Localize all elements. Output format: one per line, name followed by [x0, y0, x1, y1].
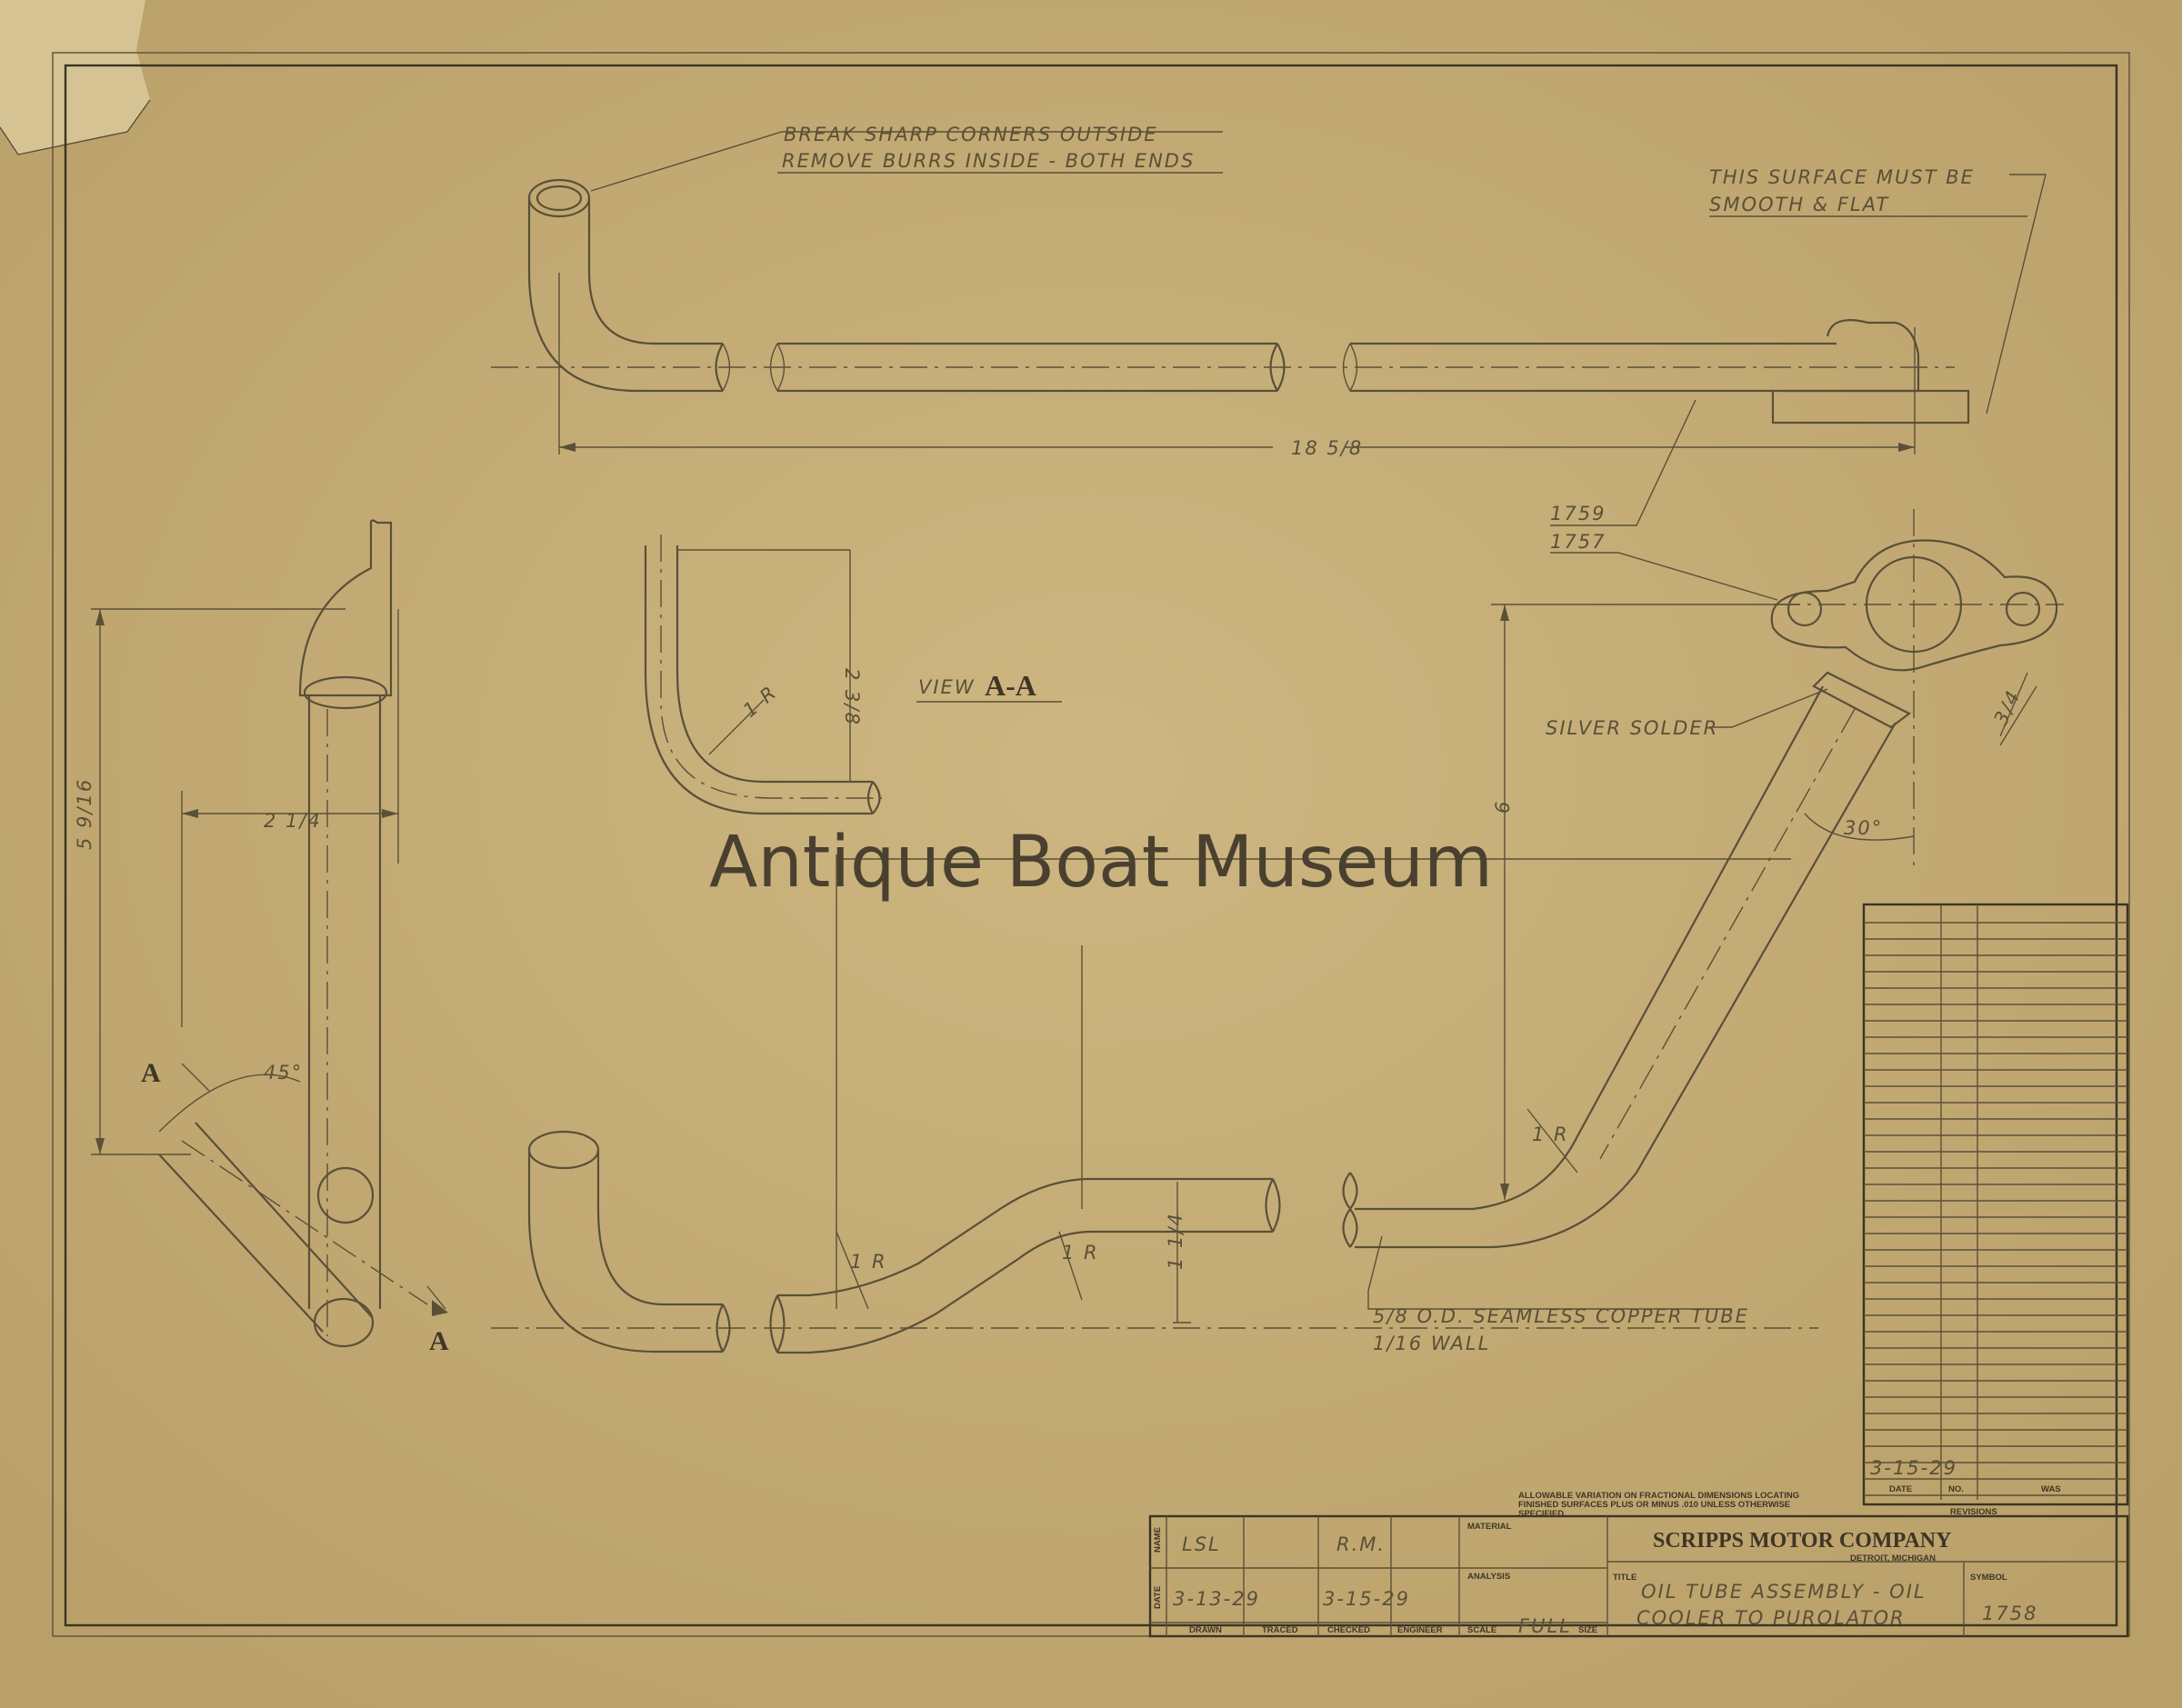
leader-break-corners	[590, 131, 1223, 192]
folded-corner	[0, 0, 150, 155]
dim-angle-30: 30°	[1844, 817, 1883, 839]
label-engineer: ENGINEER	[1397, 1625, 1443, 1635]
scale-value: FULL	[1518, 1615, 1572, 1637]
top-view	[491, 178, 1970, 454]
fold-crease	[0, 99, 151, 155]
label-scale: SCALE	[1467, 1625, 1496, 1635]
revisions-heading: REVISIONS	[1950, 1507, 1997, 1517]
leader-silver-solder	[1709, 688, 1828, 728]
left-view	[91, 519, 448, 1348]
drawing-title-line-2: COOLER TO PUROLATOR	[1636, 1607, 1906, 1629]
dim-radius-3: 1 R	[1062, 1242, 1099, 1264]
bottom-view	[491, 854, 1818, 1354]
note-part-1757: 1757	[1550, 531, 1606, 553]
note-tube-2: 1/16 WALL	[1373, 1333, 1490, 1354]
revisions-block	[1862, 903, 2129, 1506]
symbol-number: 1758	[1982, 1603, 2037, 1624]
revisions-col-date: DATE	[1889, 1484, 1912, 1494]
dim-overall-length: 18 5/8	[1291, 437, 1363, 459]
label-drawn: DRAWN	[1189, 1625, 1222, 1635]
company-location: DETROIT, MICHIGAN	[1850, 1553, 1936, 1563]
label-analysis: ANALYSIS	[1467, 1572, 1510, 1582]
drawn-date: 3-13-29	[1173, 1588, 1260, 1610]
note-allowable-2: FINISHED SURFACES PLUS OR MINUS .010 UNL…	[1518, 1500, 1790, 1510]
note-allowable-3: SPECIFIED.	[1518, 1509, 1566, 1519]
dim-offset: 1 1/4	[1165, 1212, 1186, 1270]
note-silver-solder: SILVER SOLDER	[1546, 717, 1718, 739]
view-label: VIEW	[918, 676, 976, 698]
label-material: MATERIAL	[1467, 1522, 1512, 1532]
note-surface-2: SMOOTH & FLAT	[1709, 194, 1889, 215]
dim-left-width: 2 1/4	[264, 810, 322, 832]
view-a-a	[644, 534, 882, 815]
label-title: TITLE	[1613, 1573, 1636, 1583]
label-checked: CHECKED	[1327, 1625, 1370, 1635]
revisions-col-no: NO.	[1948, 1484, 1964, 1494]
note-part-1759: 1759	[1550, 503, 1606, 524]
revisions-col-was: WAS	[2041, 1484, 2061, 1494]
company-name: SCRIPPS MOTOR COMPANY	[1653, 1529, 1951, 1553]
section-marker-a-bottom: A	[429, 1326, 449, 1356]
leader-parts	[1550, 399, 1778, 601]
drawn-by-name: LSL	[1182, 1533, 1221, 1555]
dim-left-height: 5 9/16	[74, 778, 95, 850]
note-break-corners-2: REMOVE BURRS INSIDE - BOTH ENDS	[782, 150, 1195, 172]
note-break-corners-1: BREAK SHARP CORNERS OUTSIDE	[784, 124, 1158, 145]
section-marker-a-top: A	[141, 1058, 161, 1088]
note-tube-1: 5/8 O.D. SEAMLESS COPPER TUBE	[1373, 1305, 1749, 1327]
label-symbol: SYMBOL	[1970, 1573, 2007, 1583]
dim-radius-1: 1 R	[1532, 1124, 1569, 1145]
drawing-title-line-1: OIL TUBE ASSEMBLY - OIL	[1641, 1581, 1927, 1603]
label-date: DATE	[1153, 1586, 1163, 1609]
label-size: SIZE	[1578, 1625, 1597, 1635]
dim-angle-45: 45°	[264, 1062, 303, 1084]
checked-date: 3-15-29	[1323, 1588, 1410, 1610]
label-name: NAME	[1153, 1527, 1163, 1553]
view-letters: A-A	[985, 669, 1036, 702]
inner-border	[64, 64, 2118, 1627]
label-traced: TRACED	[1262, 1625, 1298, 1635]
dim-right-height: 6	[1492, 800, 1514, 814]
revision-entry-date: 3-15-29	[1870, 1457, 1957, 1479]
outer-border	[52, 52, 2130, 1637]
note-surface-1: THIS SURFACE MUST BE	[1709, 166, 1975, 188]
dim-view-height: 2 3/8	[841, 668, 863, 726]
leader-surface	[1709, 174, 2047, 415]
note-allowable-1: ALLOWABLE VARIATION ON FRACTIONAL DIMENS…	[1518, 1491, 1799, 1501]
dim-radius-2: 1 R	[850, 1251, 887, 1273]
title-block	[1148, 1514, 2129, 1638]
watermark: Antique Boat Museum	[709, 822, 1493, 904]
right-view	[1342, 509, 2064, 1249]
checked-by-name: R.M.	[1336, 1533, 1386, 1555]
